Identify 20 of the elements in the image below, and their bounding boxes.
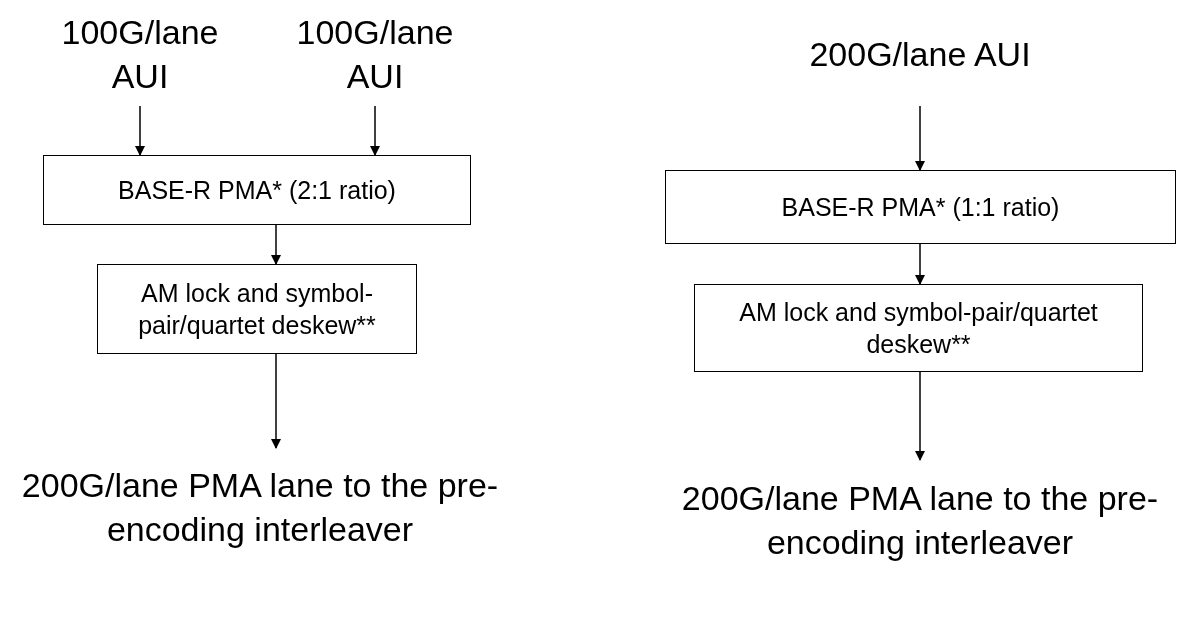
arrow <box>915 105 925 171</box>
arrow <box>915 371 925 461</box>
arrow <box>271 353 281 449</box>
signal-label: 200G/lane AUI <box>809 33 1031 75</box>
process-box <box>97 264 417 354</box>
arrow <box>271 224 281 265</box>
box-text: BASE-R PMA* (1:1 ratio) <box>781 191 1060 223</box>
process-box <box>43 155 471 225</box>
signal-label: 100G/lane AUI <box>295 11 455 97</box>
box-text: AM lock and symbol-pair/quartet deskew** <box>738 296 1099 360</box>
process-box <box>694 284 1143 372</box>
arrow <box>135 105 145 156</box>
signal-label: 200G/lane PMA lane to the pre-encoding interleaver <box>680 477 1160 563</box>
signal-label: 200G/lane PMA lane to the pre-encoding interleaver <box>20 464 500 550</box>
box-text: AM lock and symbol-pair/quartet deskew** <box>137 277 377 341</box>
arrow <box>370 105 380 156</box>
box-text: BASE-R PMA* (2:1 ratio) <box>118 174 396 206</box>
signal-label: 100G/lane AUI <box>60 11 220 97</box>
process-box <box>665 170 1176 244</box>
arrow <box>915 243 925 285</box>
